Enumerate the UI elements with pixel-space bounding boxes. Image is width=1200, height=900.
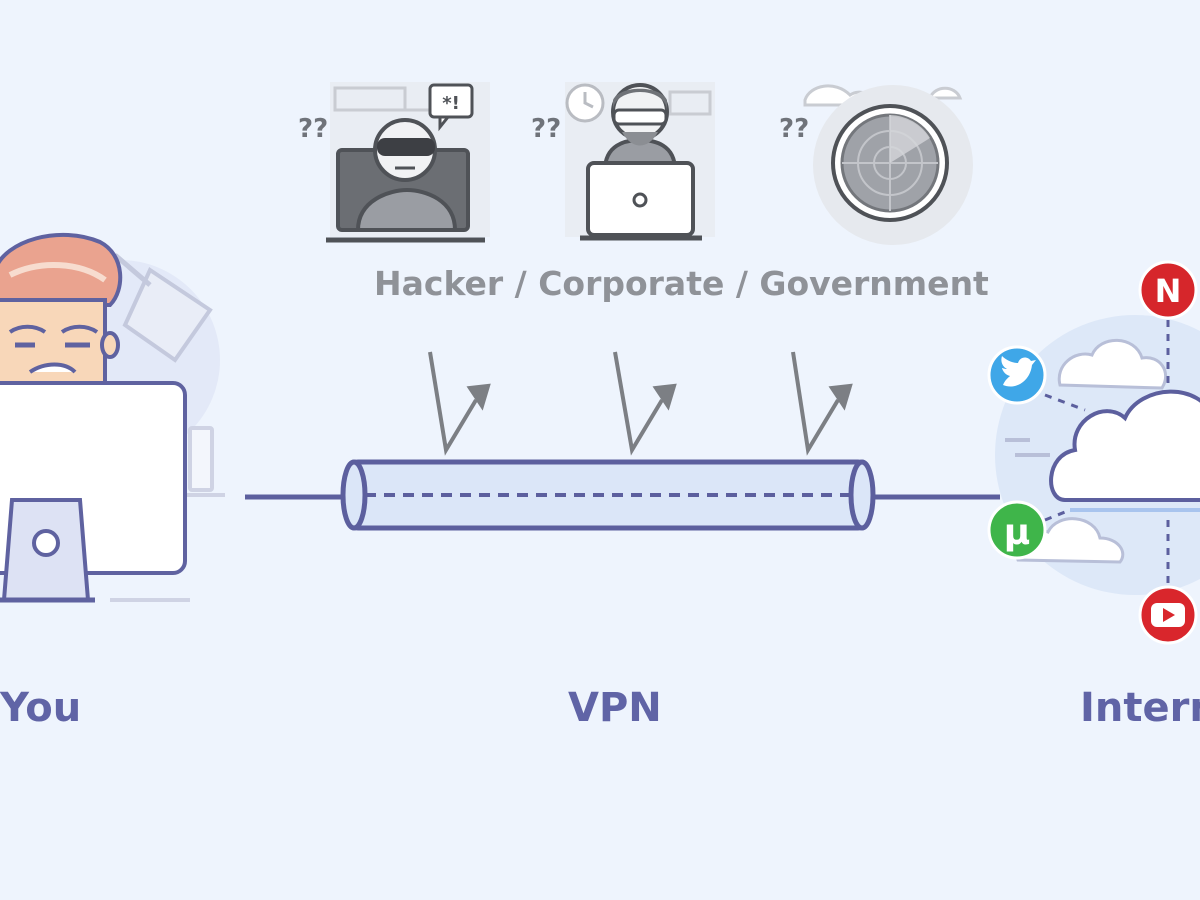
vpn-tunnel [245,459,1000,531]
you-monitor [0,381,190,603]
twitter-icon [987,345,1047,405]
you-illustration [0,232,225,603]
utorrent-letter: µ [1004,512,1031,553]
speech-bubble-icon: *! [428,83,474,132]
desk-lamp-icon [113,253,213,363]
person-face [0,298,120,387]
person-hair [0,232,123,307]
government-illustration [803,84,973,245]
youtube-icon [1138,585,1198,645]
deflected-arrow-icon [428,351,491,456]
deflected-arrows [428,351,853,456]
corporate-unknown-marker: ?? [531,114,562,144]
deflected-arrow-icon [791,351,853,456]
speech-bubble-text: *! [442,93,460,114]
small-cloud-icon [1057,338,1168,390]
netflix-letter: N [1155,272,1182,310]
you-label: You [0,685,82,731]
vpn-label: VPN [568,685,662,731]
government-unknown-marker: ?? [779,114,810,144]
internet-illustration: N µ [987,260,1200,645]
wall-clock-icon [565,83,605,123]
hacker-illustration: *! [326,82,490,243]
cloud-icon [1049,389,1200,512]
utorrent-icon: µ [987,500,1047,560]
threats-caption: Hacker / Corporate / Government [374,264,989,303]
corporate-illustration [565,82,715,241]
netflix-icon: N [1138,260,1198,320]
radar-icon [831,104,949,222]
deflected-arrow-icon [613,351,677,456]
hacker-unknown-marker: ?? [298,114,329,144]
internet-label: Intern [1080,685,1200,731]
